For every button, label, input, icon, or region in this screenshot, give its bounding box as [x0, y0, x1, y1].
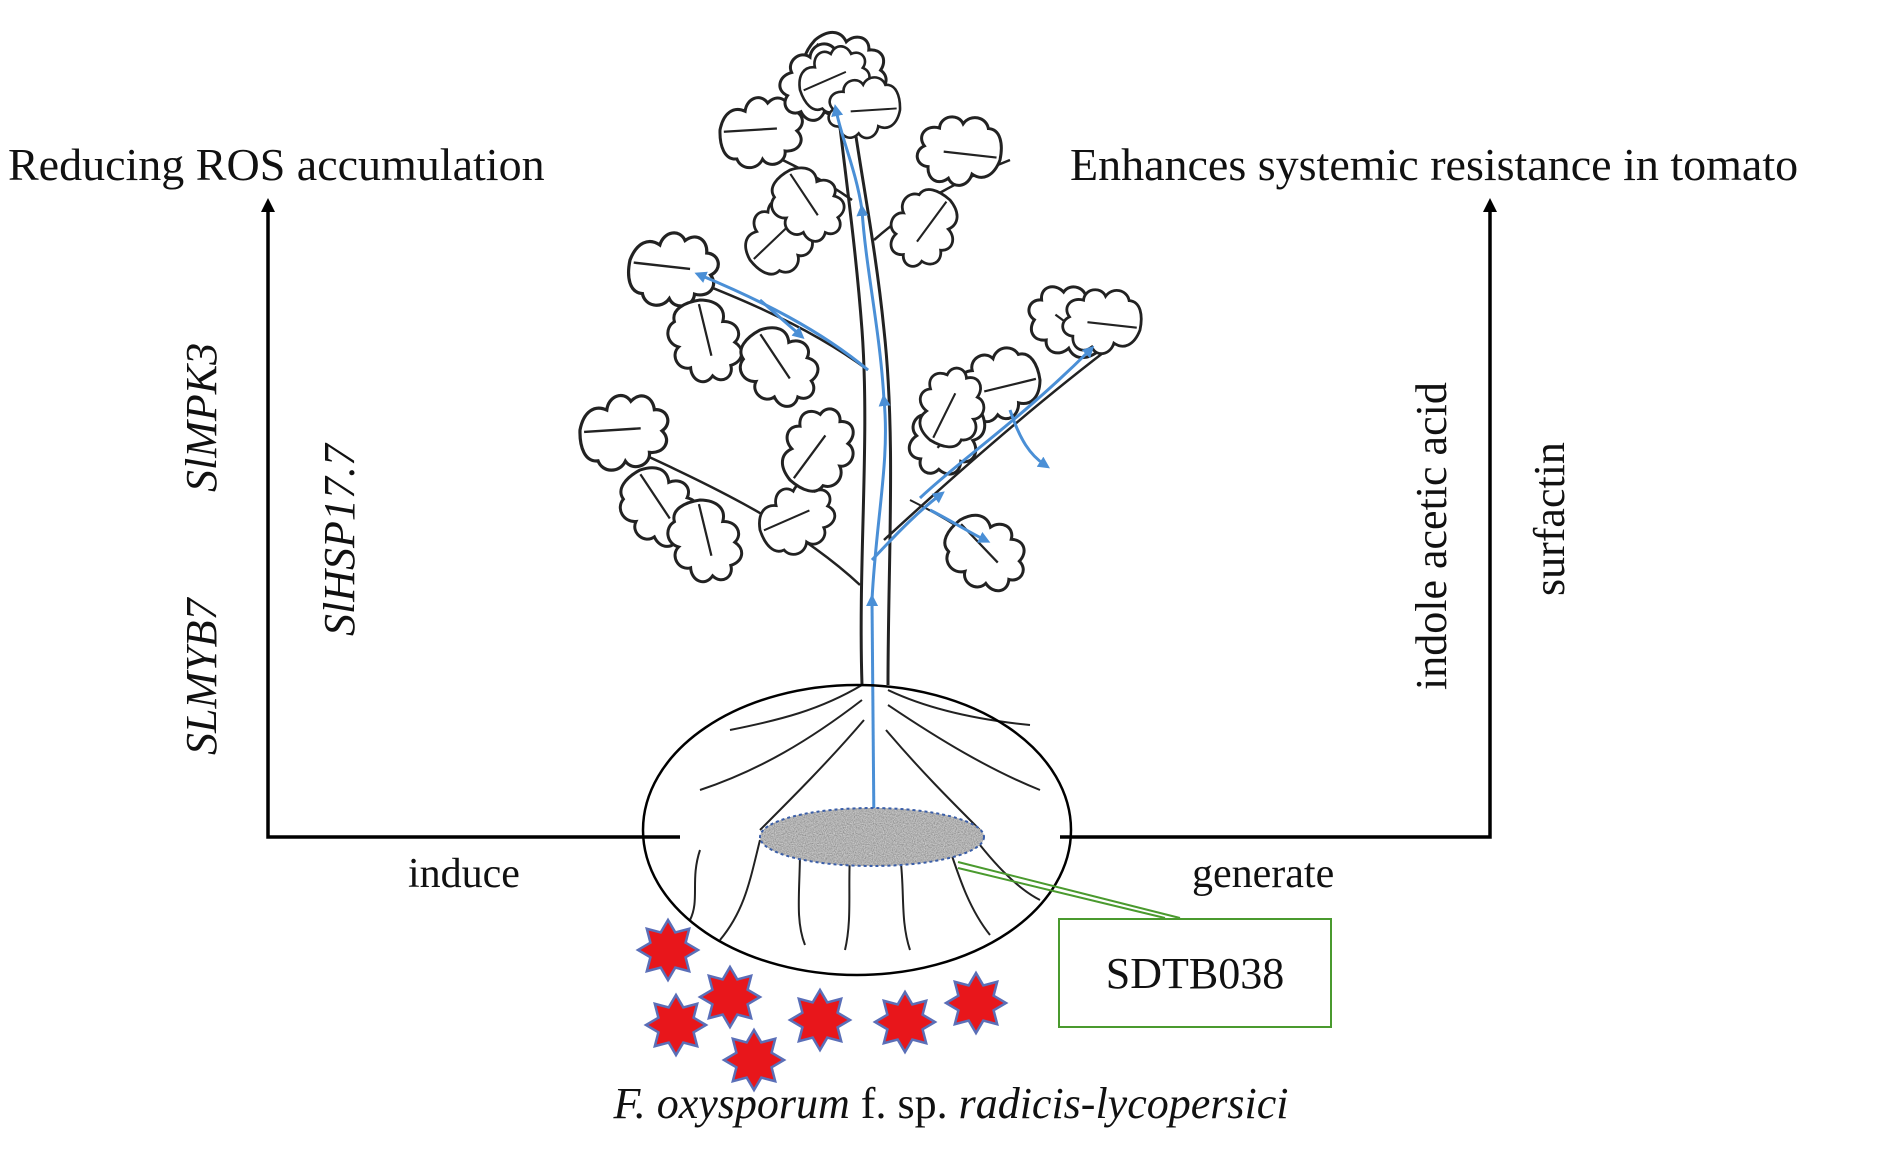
sap-flow-arrows	[694, 104, 1095, 831]
pathogen-epithet: radicis-lycopersici	[958, 1079, 1289, 1128]
left-outcome-label: Reducing ROS accumulation	[8, 139, 545, 190]
tomato-plant-icon	[567, 20, 1148, 951]
gene-slmpk3: SlMPK3	[177, 342, 226, 492]
strain-label: SDTB038	[1105, 948, 1285, 998]
fungal-pathogen-icon	[635, 917, 1009, 1093]
pathogen-spore	[697, 964, 763, 1030]
pathogen-forma: f. sp.	[860, 1079, 948, 1128]
strain-connector	[957, 861, 1181, 919]
induce-label: induce	[408, 851, 520, 897]
gene-slmyb7: SLMYB7	[177, 598, 226, 755]
right-pathway-arrow	[1060, 198, 1497, 839]
left-pathway-arrow	[261, 198, 680, 839]
root-system	[689, 684, 1041, 951]
pathogen-spore	[721, 1027, 787, 1093]
pathogen-spore	[872, 989, 938, 1055]
product-indole-acetic-acid: indole acetic acid	[1407, 382, 1456, 690]
pathogen-label: F. oxysporum f. sp. radicis-lycopersici	[0, 1078, 1902, 1129]
bacterial-colony-icon	[759, 807, 985, 867]
rhizosphere-ellipse	[641, 683, 1073, 977]
right-outcome-label: Enhances systemic resistance in tomato	[1070, 139, 1799, 190]
gene-slhsp17-7: SlHSP17.7	[315, 444, 364, 636]
generate-label: generate	[1192, 851, 1335, 897]
pathogen-spore	[943, 970, 1009, 1036]
product-surfactin: surfactin	[1525, 442, 1574, 596]
pathway-lines	[261, 198, 1497, 839]
pathogen-genus: F. oxysporum	[613, 1079, 850, 1128]
pathogen-spore	[787, 987, 853, 1053]
strain-label-box: SDTB038	[1058, 918, 1332, 1028]
pathogen-spore	[643, 992, 709, 1058]
pathogen-spore	[635, 917, 701, 983]
